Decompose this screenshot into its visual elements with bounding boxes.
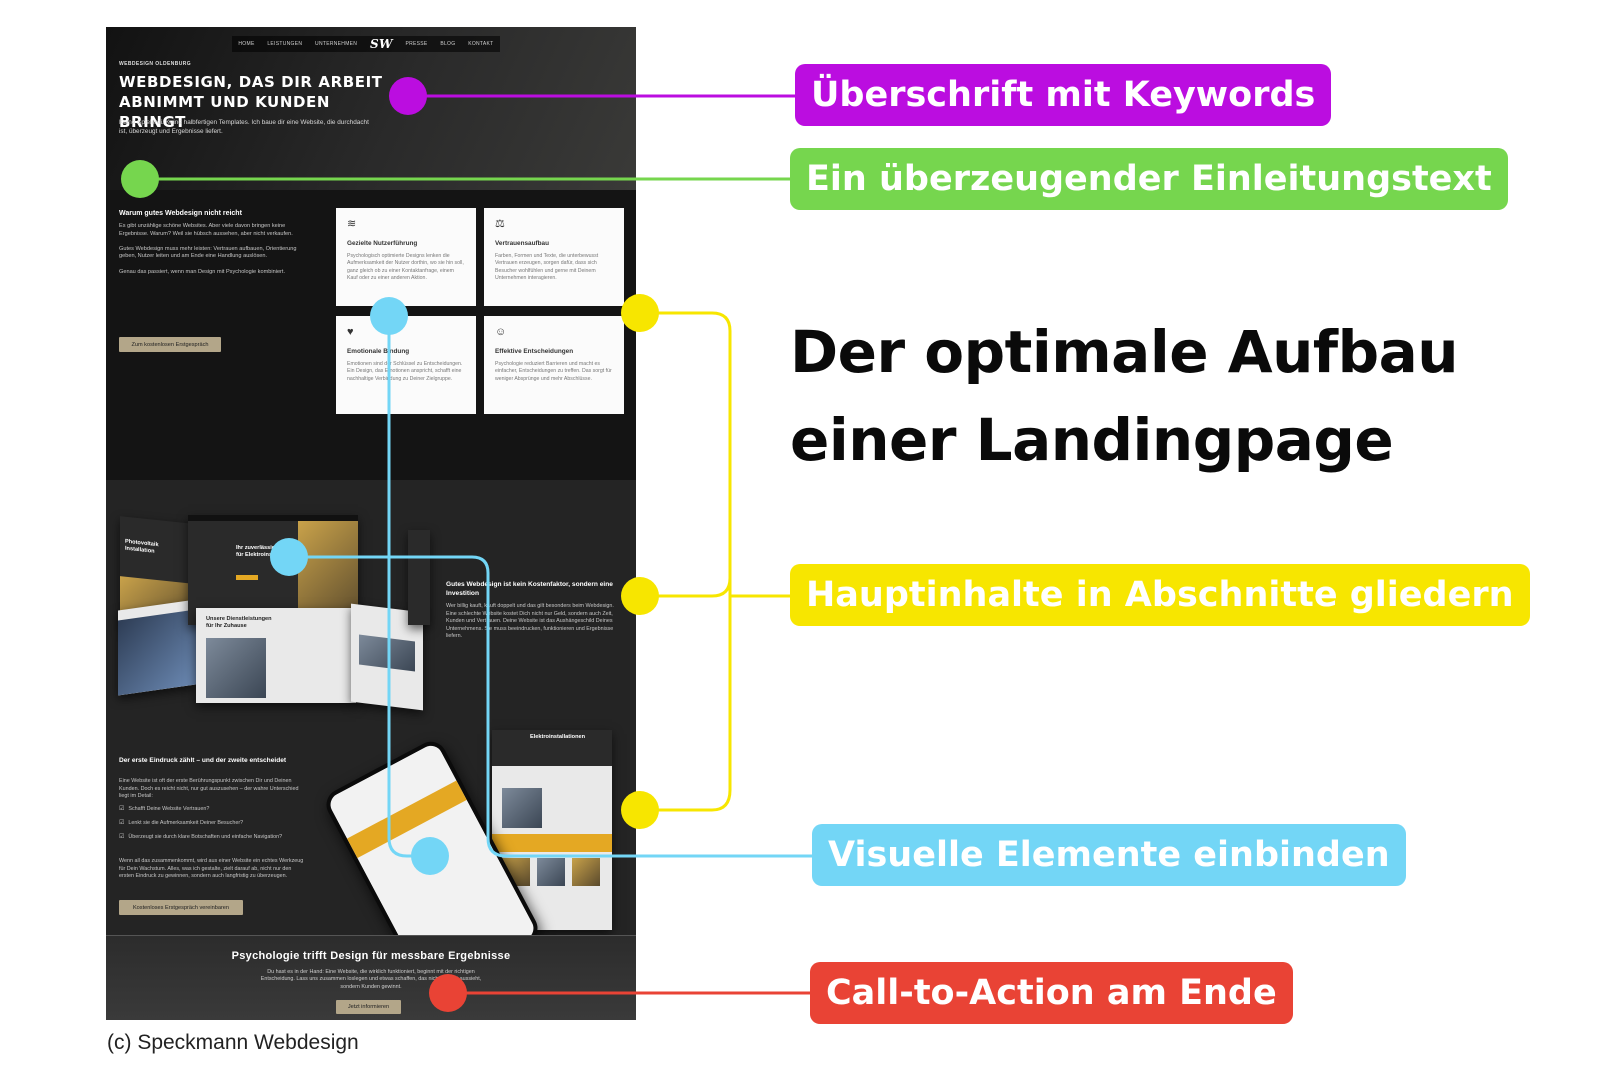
- hero-lead: Keine Spielerei. Keine halbfertigen Temp…: [119, 119, 369, 135]
- screenshot-button: [236, 575, 258, 580]
- cost-title: Gutes Webdesign ist kein Kostenfaktor, s…: [446, 581, 613, 597]
- nav-blog[interactable]: BLOG: [440, 41, 456, 47]
- landingpage-mockup: HOME LEISTUNGEN UNTERNEHMEN SW PRESSE BL…: [106, 27, 636, 1020]
- label-intro: Ein überzeugender Einleitungstext: [790, 148, 1508, 210]
- card-title: Vertrauensaufbau: [495, 240, 549, 247]
- why-text: Es gibt unzählige schöne Websites. Aber …: [119, 223, 304, 276]
- impression-title: Der erste Eindruck zählt – und der zweit…: [119, 757, 287, 764]
- checklist-item: Überzeugt sie durch klare Botschaften un…: [119, 834, 309, 842]
- credit: (c) Speckmann Webdesign: [107, 1031, 359, 1054]
- screenshot-elektro-header: Elektroinstallationen: [492, 730, 612, 766]
- cta-title: Psychologie trifft Design für messbare E…: [231, 950, 511, 962]
- label-cta: Call-to-Action am Ende: [810, 962, 1293, 1024]
- cta-text: Du hast es in der Hand: Eine Website, di…: [260, 969, 482, 990]
- elektro-photo-1: [502, 788, 542, 828]
- screenshot-elektro-title: Elektroinstallationen: [530, 734, 586, 740]
- hero-eyebrow: WEBDESIGN OLDENBURG: [119, 61, 192, 67]
- headline-line-2: einer Landingpage: [790, 406, 1394, 474]
- why-p2: Gutes Webdesign muss mehr leisten: Vertr…: [119, 245, 297, 260]
- hero-title: WEBDESIGN, DAS DIR ARBEIT ABNIMMT UND KU…: [119, 73, 383, 131]
- screenshot-services: Unsere Dienstleistungen für Ihr Zuhause: [196, 608, 356, 703]
- hero-section: HOME LEISTUNGEN UNTERNEHMEN SW PRESSE BL…: [106, 27, 636, 190]
- card-text: Farben, Formen und Texte, die unterbewus…: [495, 253, 599, 282]
- elektro-photo-3: [537, 858, 565, 886]
- label-sections: Hauptinhalte in Abschnitte gliedern: [790, 564, 1530, 626]
- cta-button[interactable]: Jetzt informieren: [336, 1000, 401, 1014]
- connector-sections: [640, 311, 790, 812]
- nav-unternehmen[interactable]: UNTERNEHMEN: [315, 41, 358, 47]
- headline-line-1: Der optimale Aufbau: [790, 318, 1459, 386]
- screenshot-nav: [188, 515, 358, 521]
- electrician-photo: [206, 638, 266, 698]
- screenshot-edge: [408, 530, 430, 625]
- card-text: Psychologie reduziert Barrieren und mach…: [495, 361, 612, 382]
- card-title: Effektive Entscheidungen: [495, 348, 574, 355]
- screenshot-partner-title: Ihr zuverlässiger Partner für Elektroins…: [236, 545, 302, 558]
- impression-text-2: Wenn all das zusammenkommt, wird aus ein…: [119, 858, 304, 880]
- card-text: Emotionen sind der Schlüssel zu Entschei…: [347, 361, 463, 382]
- scale-icon: ⚖: [495, 218, 505, 230]
- label-visuals: Visuelle Elemente einbinden: [812, 824, 1406, 886]
- feature-card-4: ☺ Effektive Entscheidungen Psychologie r…: [484, 316, 624, 414]
- nav-presse[interactable]: PRESSE: [405, 41, 428, 47]
- impression-button[interactable]: Kostenloses Erstgespräch vereinbaren: [119, 900, 243, 915]
- wind-photo: [118, 609, 196, 696]
- logo[interactable]: SW: [369, 37, 393, 51]
- why-section: Warum gutes Webdesign nicht reicht Es gi…: [106, 190, 636, 480]
- why-p3: Genau das passiert, wenn man Design mit …: [119, 268, 286, 275]
- head-icon: ☺: [495, 326, 507, 338]
- elektro-yellow-band: [492, 834, 612, 852]
- checklist-item: Schafft Deine Website Vertrauen?: [119, 806, 309, 814]
- why-title: Warum gutes Webdesign nicht reicht: [119, 210, 242, 217]
- card-title: Emotionale Bindung: [347, 348, 410, 355]
- screenshot-pv-title: Photovoltaik Installation: [125, 538, 159, 555]
- why-p1: Es gibt unzählige schöne Websites. Aber …: [119, 223, 293, 237]
- heart-icon: ♥: [347, 326, 354, 338]
- consultation-button[interactable]: Zum kostenlosen Erstgespräch: [119, 337, 221, 352]
- label-keywords: Überschrift mit Keywords: [795, 64, 1332, 126]
- card-text: Psychologisch optimierte Designs lenken …: [347, 253, 464, 282]
- headline: Der optimale Aufbau einer Landingpage: [790, 308, 1510, 484]
- feature-card-3: ♥ Emotionale Bindung Emotionen sind der …: [336, 316, 476, 414]
- elektro-photo-4: [572, 858, 600, 886]
- impression-text: Eine Website ist oft der erste Berührung…: [119, 778, 299, 800]
- feature-card-1: ≋ Gezielte Nutzerführung Psychologisch o…: [336, 208, 476, 306]
- screenshot-wind: [118, 599, 196, 696]
- nav-bar: HOME LEISTUNGEN UNTERNEHMEN SW PRESSE BL…: [232, 36, 500, 52]
- checklist-item: Lenkt sie die Aufmerksamkeit Deiner Besu…: [119, 820, 309, 828]
- coil-icon: ≋: [347, 218, 357, 230]
- cost-text: Wer billig kauft, kauft doppelt und das …: [446, 603, 614, 640]
- card-title: Gezielte Nutzerführung: [347, 240, 418, 247]
- nav-leistungen[interactable]: LEISTUNGEN: [267, 41, 303, 47]
- feature-card-2: ⚖ Vertrauensaufbau Farben, Formen und Te…: [484, 208, 624, 306]
- screenshot-services-title: Unsere Dienstleistungen für Ihr Zuhause: [206, 616, 272, 629]
- cta-section: Psychologie trifft Design für messbare E…: [106, 935, 636, 1020]
- interior-photo: [359, 634, 415, 672]
- nav-home[interactable]: HOME: [238, 41, 255, 47]
- nav-kontakt[interactable]: KONTAKT: [468, 41, 494, 47]
